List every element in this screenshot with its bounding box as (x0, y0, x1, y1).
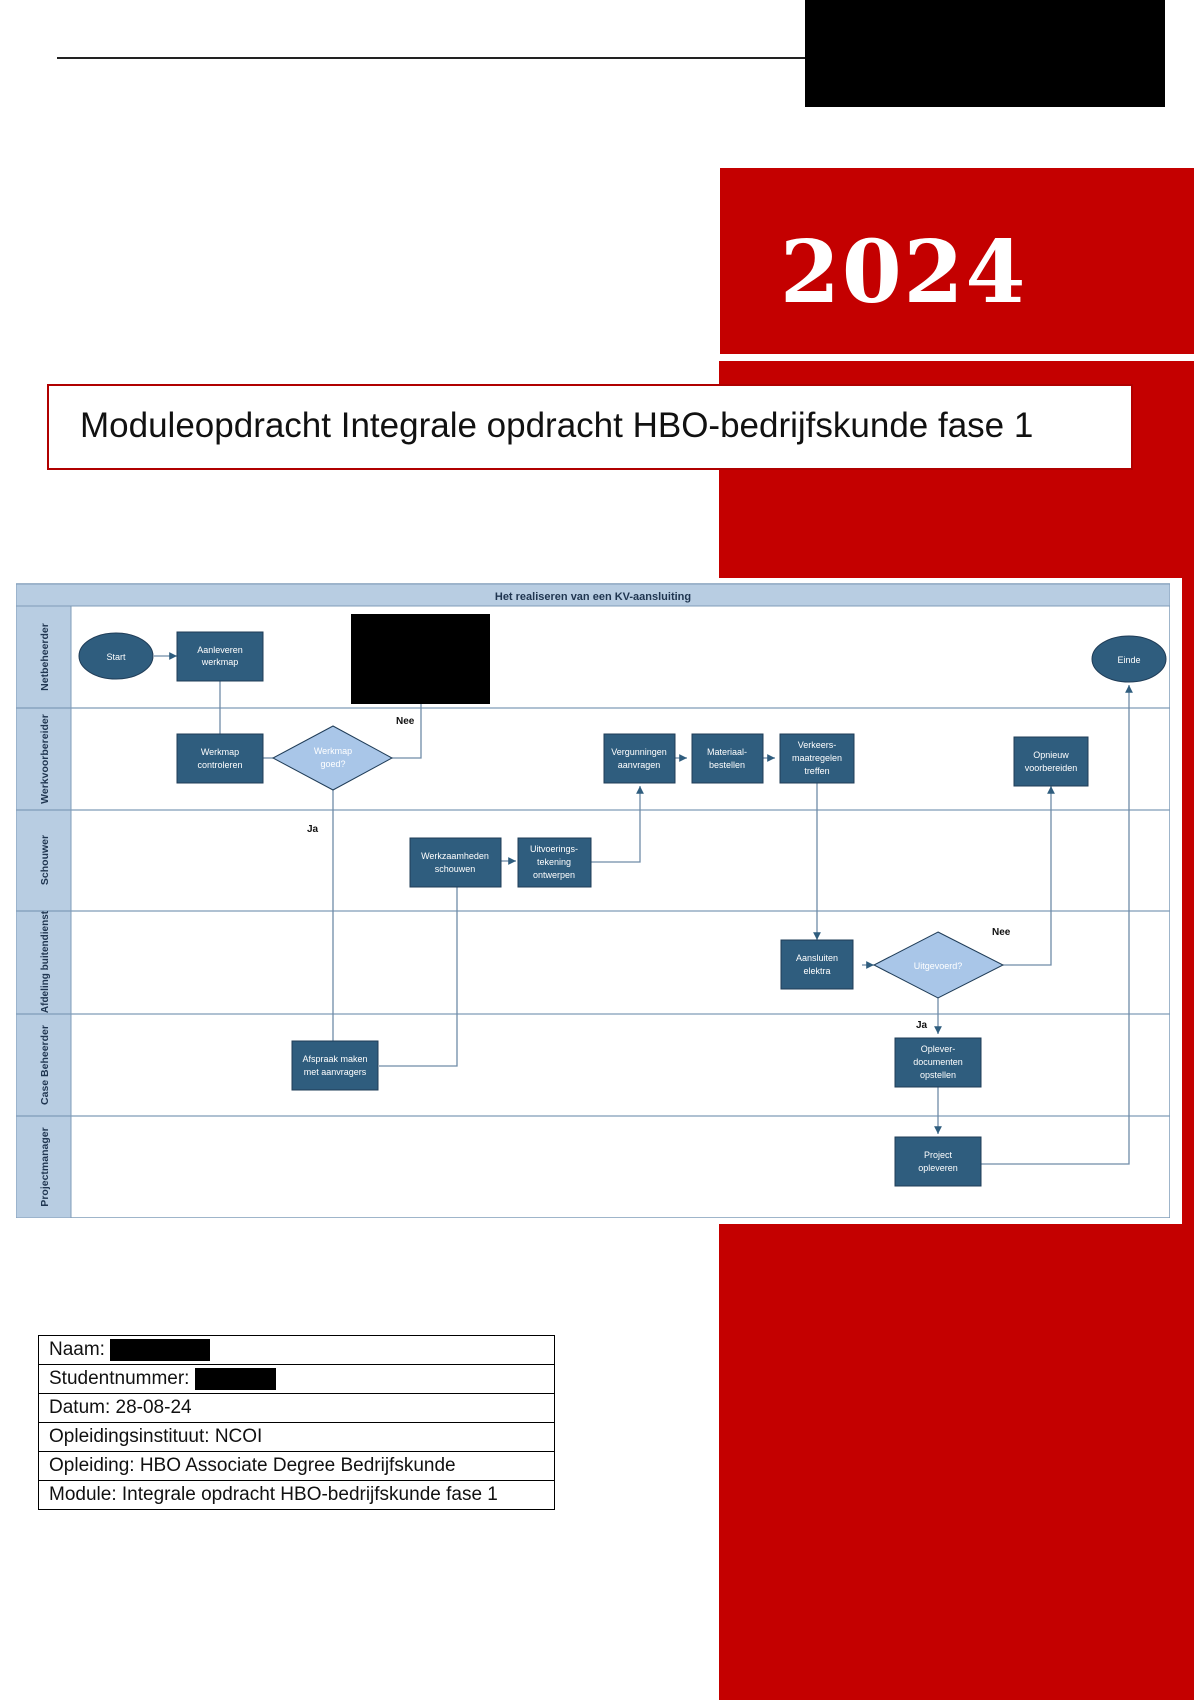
edge-label-nee: Nee (396, 716, 415, 727)
diagram-frame (16, 583, 1170, 1218)
redacted-logo (805, 0, 1165, 107)
uitvoerings-label-3: ontwerpen (533, 870, 575, 880)
process-opnieuw-voorbereiden (1013, 736, 1089, 787)
oplever-label-1: Oplever- (921, 1044, 956, 1054)
info-naam: Naam: (49, 1339, 105, 1361)
process-afspraak-maken (291, 1040, 379, 1091)
einde-label: Einde (1117, 655, 1140, 665)
lane-label-case-beheerder: Case Beheerder (39, 1025, 51, 1105)
info-row-studentnummer: Studentnummer: (38, 1364, 555, 1395)
afspraak-label-1: Afspraak maken (302, 1054, 367, 1064)
info-studentnummer: Studentnummer: (49, 1368, 190, 1390)
edge-label-nee: Nee (992, 927, 1011, 938)
process-verkeersmaatregelen-treffen (779, 733, 855, 784)
process-opleverdocumenten-opstellen (894, 1037, 982, 1088)
afspraak-label-2: met aanvragers (304, 1067, 367, 1077)
connector (981, 685, 1133, 1165)
edge-label-ja: Ja (916, 1020, 928, 1031)
oplever-label-3: opstellen (920, 1070, 956, 1080)
swimlane-diagram: Het realiseren van een KV-aansluiting Ne… (16, 583, 1170, 1218)
process-werkzaamheden-schouwen (409, 837, 502, 888)
lane-label-werkvoorbereider: Werkvoorbereider (39, 714, 51, 804)
project-label-1: Project (924, 1150, 953, 1160)
process-uitvoeringstekening-ontwerpen (517, 837, 592, 888)
werkmap-goed-label-1: Werkmap (314, 746, 352, 756)
verkeers-label-1: Verkeers- (798, 740, 837, 750)
lane-label-schouwer: Schouwer (39, 835, 51, 885)
start-label: Start (106, 652, 126, 662)
vergunningen-label-2: aanvragen (618, 760, 661, 770)
info-row-instituut: Opleidingsinstituut: NCOI (38, 1422, 555, 1453)
aansluiten-label-1: Aansluiten (796, 953, 838, 963)
decision-werkmap-goed (271, 725, 394, 791)
werkzaamheden-label-1: Werkzaamheden (421, 851, 489, 861)
process-vergunningen-aanvragen (603, 733, 676, 784)
werkzaamheden-label-2: schouwen (435, 864, 476, 874)
end-node (1091, 635, 1167, 683)
info-opleiding: Opleiding: HBO Associate Degree Bedrijfs… (38, 1451, 555, 1482)
connector (392, 704, 422, 759)
process-project-opleveren (894, 1136, 982, 1187)
year-banner (720, 168, 1194, 354)
aansluiten-label-2: elektra (803, 966, 830, 976)
start-node (78, 632, 154, 680)
process-aansluiten-elektra (780, 939, 854, 990)
opnieuw-label-2: voorbereiden (1025, 763, 1078, 773)
info-row-opleiding: Opleiding: HBO Associate Degree Bedrijfs… (38, 1451, 555, 1482)
diagram-title-bar (16, 583, 1170, 607)
verkeers-label-2: maatregelen (792, 753, 842, 763)
lane-label-projectmanager: Projectmanager (39, 1127, 51, 1206)
lane-label-afdeling-buitendienst: Afdeling buitendienst (40, 910, 51, 1013)
redacted-studentnummer (194, 1368, 276, 1391)
process-werkmap-controleren (176, 733, 264, 784)
lane-label-netbeheerder: Netbeheerder (39, 623, 51, 691)
materiaal-label-1: Materiaal- (707, 747, 747, 757)
info-row-naam: Naam: (38, 1334, 555, 1366)
process-aanleveren-werkmap (176, 631, 264, 682)
werkmap-goed-label-2: goed? (320, 759, 345, 769)
uitvoerings-label-1: Uitvoerings- (530, 844, 578, 854)
diagram-title: Het realiseren van een KV-aansluiting (495, 591, 691, 603)
title-box (47, 384, 1133, 470)
info-instituut: Opleidingsinstituut: NCOI (38, 1422, 555, 1453)
connector (591, 786, 644, 863)
vergunningen-label-1: Vergunningen (611, 747, 667, 757)
connector (379, 887, 458, 1067)
werkmap-controleren-label-1: Werkmap (201, 747, 239, 757)
edge-label-ja: Ja (307, 824, 319, 835)
info-row-datum: Datum: 28-08-24 (38, 1393, 555, 1424)
aanleveren-label-2: werkmap (201, 657, 239, 667)
oplever-label-2: documenten (913, 1057, 963, 1067)
aanleveren-label-1: Aanleveren (197, 645, 243, 655)
process-materiaal-bestellen (691, 733, 764, 784)
info-row-module: Module: Integrale opdracht HBO-bedrijfsk… (38, 1480, 555, 1511)
werkmap-controleren-label-2: controleren (197, 760, 242, 770)
project-label-2: opleveren (918, 1163, 958, 1173)
redacted-naam (110, 1339, 211, 1361)
decision-uitgevoerd (872, 931, 1005, 999)
info-datum: Datum: 28-08-24 (38, 1393, 555, 1424)
materiaal-label-2: bestellen (709, 760, 745, 770)
opnieuw-label-1: Opnieuw (1033, 750, 1069, 760)
redacted-area (351, 614, 490, 704)
verkeers-label-3: treffen (804, 766, 829, 776)
student-info-table: Naam: Studentnummer: Datum: 28-08-24 Opl… (38, 1334, 555, 1511)
header-rule (57, 57, 817, 59)
cover-title: Moduleopdracht Integrale opdracht HBO-be… (80, 406, 1034, 445)
uitvoerings-label-2: tekening (537, 857, 571, 867)
cover-year: 2024 (780, 222, 1028, 323)
uitgevoerd-label: Uitgevoerd? (914, 961, 963, 971)
info-module: Module: Integrale opdracht HBO-bedrijfsk… (38, 1480, 555, 1511)
connector (1003, 786, 1055, 966)
